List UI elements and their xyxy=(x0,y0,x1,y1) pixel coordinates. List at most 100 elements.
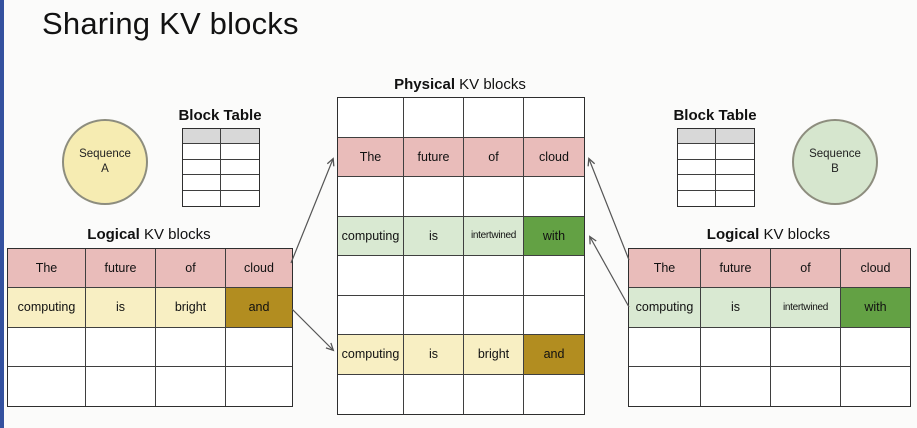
cell xyxy=(338,177,404,217)
sequence-b-label-line2: B xyxy=(831,163,839,175)
cell xyxy=(678,129,716,145)
cell: of xyxy=(156,249,226,289)
cell xyxy=(183,175,221,191)
block-table-left xyxy=(182,128,260,207)
cell: cloud xyxy=(226,249,292,289)
cell xyxy=(464,374,524,414)
arrow-logical-a-yellow-to-physical xyxy=(291,308,333,350)
cell xyxy=(678,190,716,206)
cell xyxy=(524,375,584,415)
cell xyxy=(404,374,464,414)
cell xyxy=(716,129,754,145)
block-table-left-title: Block Table xyxy=(178,107,262,124)
cell xyxy=(221,191,259,206)
cell xyxy=(701,327,771,367)
physical-kv-table: The future of cloud computing is intertw… xyxy=(337,97,585,415)
cell xyxy=(338,256,404,296)
cell: and xyxy=(226,288,292,328)
cell: The xyxy=(629,249,701,289)
physical-kv-title: Physical KV blocks xyxy=(337,76,583,93)
cell xyxy=(701,366,771,406)
cell: with xyxy=(841,288,910,328)
cell xyxy=(678,159,716,176)
cell xyxy=(524,98,584,138)
logical-a-title: Logical KV blocks xyxy=(7,226,291,243)
cell xyxy=(338,374,404,414)
cell xyxy=(86,366,156,406)
logical-b-title: Logical KV blocks xyxy=(628,226,909,243)
cell xyxy=(183,144,221,160)
cell: computing xyxy=(338,216,404,256)
cell: and xyxy=(524,335,584,375)
cell: cloud xyxy=(524,137,584,177)
logical-kv-table-b: The future of cloud computing is intertw… xyxy=(628,248,911,407)
cell: computing xyxy=(629,288,701,328)
cell xyxy=(464,295,524,335)
logical-b-title-rest: KV blocks xyxy=(759,226,831,243)
cell xyxy=(629,366,701,406)
cell xyxy=(183,190,221,206)
cell: is xyxy=(701,288,771,328)
cell xyxy=(524,296,584,335)
arrow-logical-a-pink-to-physical xyxy=(290,159,333,264)
cell xyxy=(841,367,910,406)
sequence-a-label-line2: A xyxy=(101,163,109,175)
sequence-a-circle: Sequence A xyxy=(62,119,148,205)
cell: bright xyxy=(464,335,524,375)
cell xyxy=(221,160,259,176)
cell: future xyxy=(86,249,156,289)
cell xyxy=(338,98,404,138)
cell xyxy=(8,327,86,367)
cell: The xyxy=(338,137,404,177)
cell xyxy=(464,177,524,217)
cell xyxy=(226,328,292,367)
cell xyxy=(338,295,404,335)
cell: with xyxy=(524,216,584,256)
cell xyxy=(221,144,259,160)
cell xyxy=(678,144,716,160)
cell xyxy=(156,366,226,406)
cell xyxy=(183,129,221,145)
cell: of xyxy=(771,249,841,289)
cell xyxy=(629,327,701,367)
cell: intertwined xyxy=(771,288,841,328)
cell xyxy=(221,175,259,191)
logical-a-title-rest: KV blocks xyxy=(139,226,211,243)
slide-title: Sharing KV blocks xyxy=(42,6,299,41)
cell: computing xyxy=(338,335,404,375)
sequence-b-label-line1: Sequence xyxy=(809,148,861,161)
cell: is xyxy=(86,288,156,328)
cell xyxy=(404,295,464,335)
cell xyxy=(716,144,754,160)
logical-b-title-bold: Logical xyxy=(706,226,760,243)
cell xyxy=(156,327,226,367)
cell xyxy=(678,175,716,191)
cell: future xyxy=(701,249,771,289)
cell: is xyxy=(404,335,464,375)
block-table-right xyxy=(677,128,755,207)
cell xyxy=(86,327,156,367)
logical-a-title-bold: Logical xyxy=(87,226,140,243)
cell xyxy=(8,366,86,406)
cell: is xyxy=(404,216,464,256)
cell xyxy=(524,177,584,217)
block-table-right-title: Block Table xyxy=(673,107,757,124)
cell xyxy=(841,328,910,367)
cell xyxy=(183,159,221,176)
cell xyxy=(716,191,754,206)
cell xyxy=(464,256,524,296)
sequence-b-circle: Sequence B xyxy=(792,119,878,205)
cell xyxy=(524,256,584,296)
arrow-logical-b-green-to-physical xyxy=(590,237,630,308)
physical-kv-title-bold: Physical xyxy=(394,76,455,93)
cell: computing xyxy=(8,288,86,328)
cell xyxy=(404,177,464,217)
cell xyxy=(771,327,841,367)
cell xyxy=(716,160,754,176)
cell xyxy=(226,367,292,406)
cell: bright xyxy=(156,288,226,328)
cell xyxy=(221,129,259,145)
cell: The xyxy=(8,249,86,289)
cell: intertwined xyxy=(464,216,524,256)
